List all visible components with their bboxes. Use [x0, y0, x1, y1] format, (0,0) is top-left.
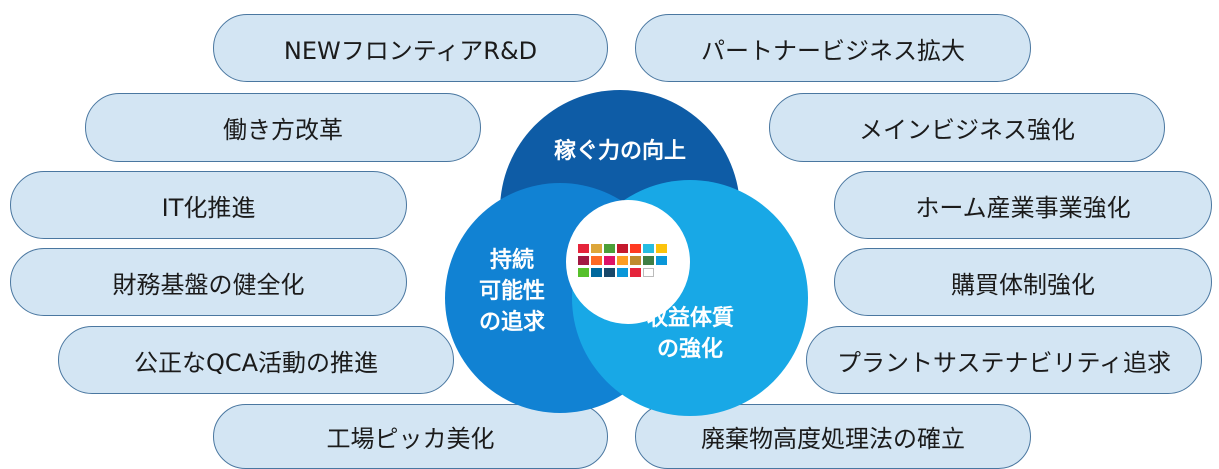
pill-plant-sustainability[interactable]: プラントサステナビリティ追求 [806, 326, 1202, 394]
pill-new-frontier-rd[interactable]: NEWフロンティアR&D [213, 14, 608, 82]
label-earning-power: 稼ぐ力の向上 [553, 139, 686, 164]
pill-it-promotion[interactable]: IT化推進 [10, 171, 407, 239]
label-profitability-line2: の強化 [656, 337, 723, 362]
pill-workstyle-reform[interactable]: 働き方改革 [85, 93, 481, 162]
pill-financial-base[interactable]: 財務基盤の健全化 [10, 248, 407, 316]
sdg-logo [574, 232, 684, 292]
label-sustainability-line3: の追求 [478, 310, 545, 335]
pill-main-business[interactable]: メインビジネス強化 [769, 93, 1165, 162]
label-sustainability: 持続 可能性 の追求 [462, 245, 562, 338]
venn-center [566, 200, 690, 324]
label-sustainability-line1: 持続 [489, 248, 534, 273]
pill-qca-activity[interactable]: 公正なQCA活動の推進 [58, 326, 454, 394]
pill-home-industry[interactable]: ホーム産業事業強化 [834, 171, 1212, 239]
label-profitability: 収益体質 の強化 [625, 303, 755, 365]
pill-partner-business[interactable]: パートナービジネス拡大 [635, 14, 1031, 82]
label-profitability-line1: 収益体質 [645, 306, 734, 331]
pill-purchasing[interactable]: 購買体制強化 [834, 248, 1212, 316]
pill-factory-beautification[interactable]: 工場ピッカ美化 [213, 404, 608, 469]
label-sustainability-line2: 可能性 [478, 279, 545, 304]
